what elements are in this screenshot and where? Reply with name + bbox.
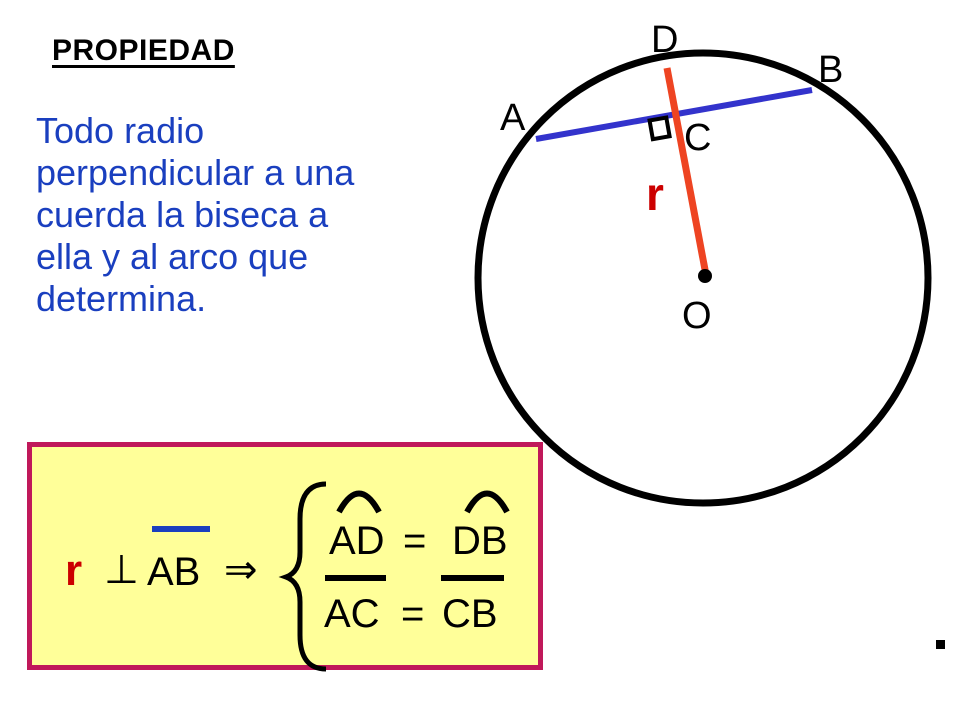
formula-ab: AB (147, 550, 200, 594)
statement-line: determina. (36, 278, 207, 319)
statement-line: cuerda la biseca a (36, 194, 329, 235)
property-heading: PROPIEDAD (52, 34, 235, 67)
curly-brace (278, 481, 327, 672)
radius-line (663, 67, 710, 276)
label-c: C (684, 117, 711, 159)
formula: r ⊥ AB ⇒ AD = DB AC = CB (65, 481, 510, 672)
segment-cb: CB (442, 592, 498, 636)
arc-ad: AD (329, 519, 385, 563)
label-o: O (682, 295, 712, 337)
right-angle-marker (647, 115, 672, 142)
arc-db: DB (452, 519, 508, 563)
label-r: r (646, 168, 664, 220)
property-statement: Todo radio perpendicular a una cuerda la… (36, 110, 476, 320)
arc-mark-ad (336, 490, 382, 514)
segment-ac: AC (324, 592, 380, 636)
equals-sign: = (403, 519, 426, 563)
arc-mark-db (464, 490, 510, 514)
perpendicular-symbol: ⊥ (104, 548, 139, 592)
statement-line: ella y al arco que (36, 236, 309, 277)
label-a: A (500, 97, 526, 139)
center-point (698, 269, 712, 283)
slide-dot (936, 640, 945, 649)
label-d: D (651, 19, 678, 61)
implies-symbol: ⇒ (224, 548, 258, 592)
circle (474, 49, 932, 507)
label-b: B (818, 49, 843, 91)
equals-sign: = (401, 592, 424, 636)
statement-line: Todo radio (36, 110, 205, 151)
formula-box: r ⊥ AB ⇒ AD = DB AC = CB (27, 442, 543, 672)
formula-r: r (65, 546, 82, 595)
statement-line: perpendicular a una (36, 152, 355, 193)
